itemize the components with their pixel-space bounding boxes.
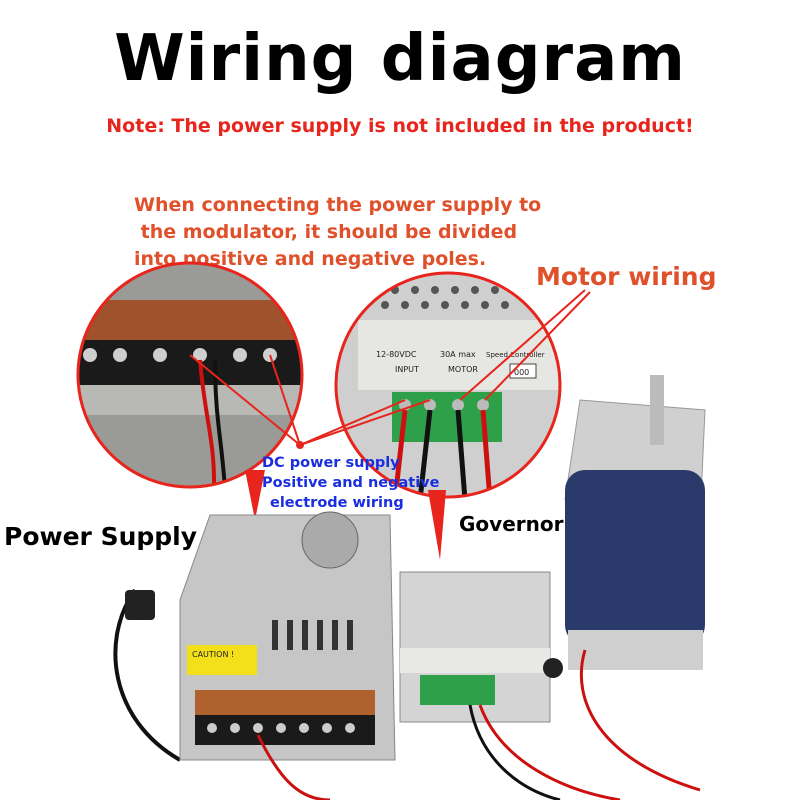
governor-label: Governor bbox=[459, 512, 564, 536]
power-supply-unit: CAUTION ! bbox=[113, 511, 396, 800]
instruction-line: When connecting the power supply to bbox=[134, 194, 542, 216]
instruction-line: the modulator, it should be divided bbox=[134, 221, 518, 243]
motor-label: MOTOR bbox=[448, 365, 478, 374]
callout-line: DC power supply bbox=[262, 455, 400, 471]
callout-line: Positive and negative bbox=[262, 475, 440, 491]
power-supply-terminal-closeup bbox=[76, 261, 304, 520]
display-readout: 000 bbox=[514, 368, 529, 377]
power-supply-label: Power Supply bbox=[4, 522, 198, 551]
note-text: Note: The power supply is not included i… bbox=[106, 115, 694, 137]
dc-wiring-callout: DC power supply Positive and negative el… bbox=[262, 453, 439, 513]
governor-unit bbox=[399, 571, 621, 800]
callout-lines bbox=[189, 289, 591, 446]
input-label: INPUT bbox=[395, 365, 419, 374]
callout-line: electrode wiring bbox=[270, 495, 404, 511]
plug-icon bbox=[125, 590, 155, 620]
instruction-text: When connecting the power supply to the … bbox=[134, 192, 541, 273]
voltage-label: 12-80VDC bbox=[376, 350, 417, 359]
dc-motor bbox=[564, 375, 706, 792]
governor-terminal-closeup: 12-80VDC 30A max Speed Controller INPUT … bbox=[334, 271, 562, 560]
caution-label: CAUTION ! bbox=[192, 650, 234, 659]
motor-wiring-label: Motor wiring bbox=[536, 262, 717, 291]
current-label: 30A max bbox=[440, 350, 476, 359]
page-title: Wiring diagram bbox=[114, 22, 686, 96]
speed-controller-label: Speed Controller bbox=[486, 351, 545, 359]
